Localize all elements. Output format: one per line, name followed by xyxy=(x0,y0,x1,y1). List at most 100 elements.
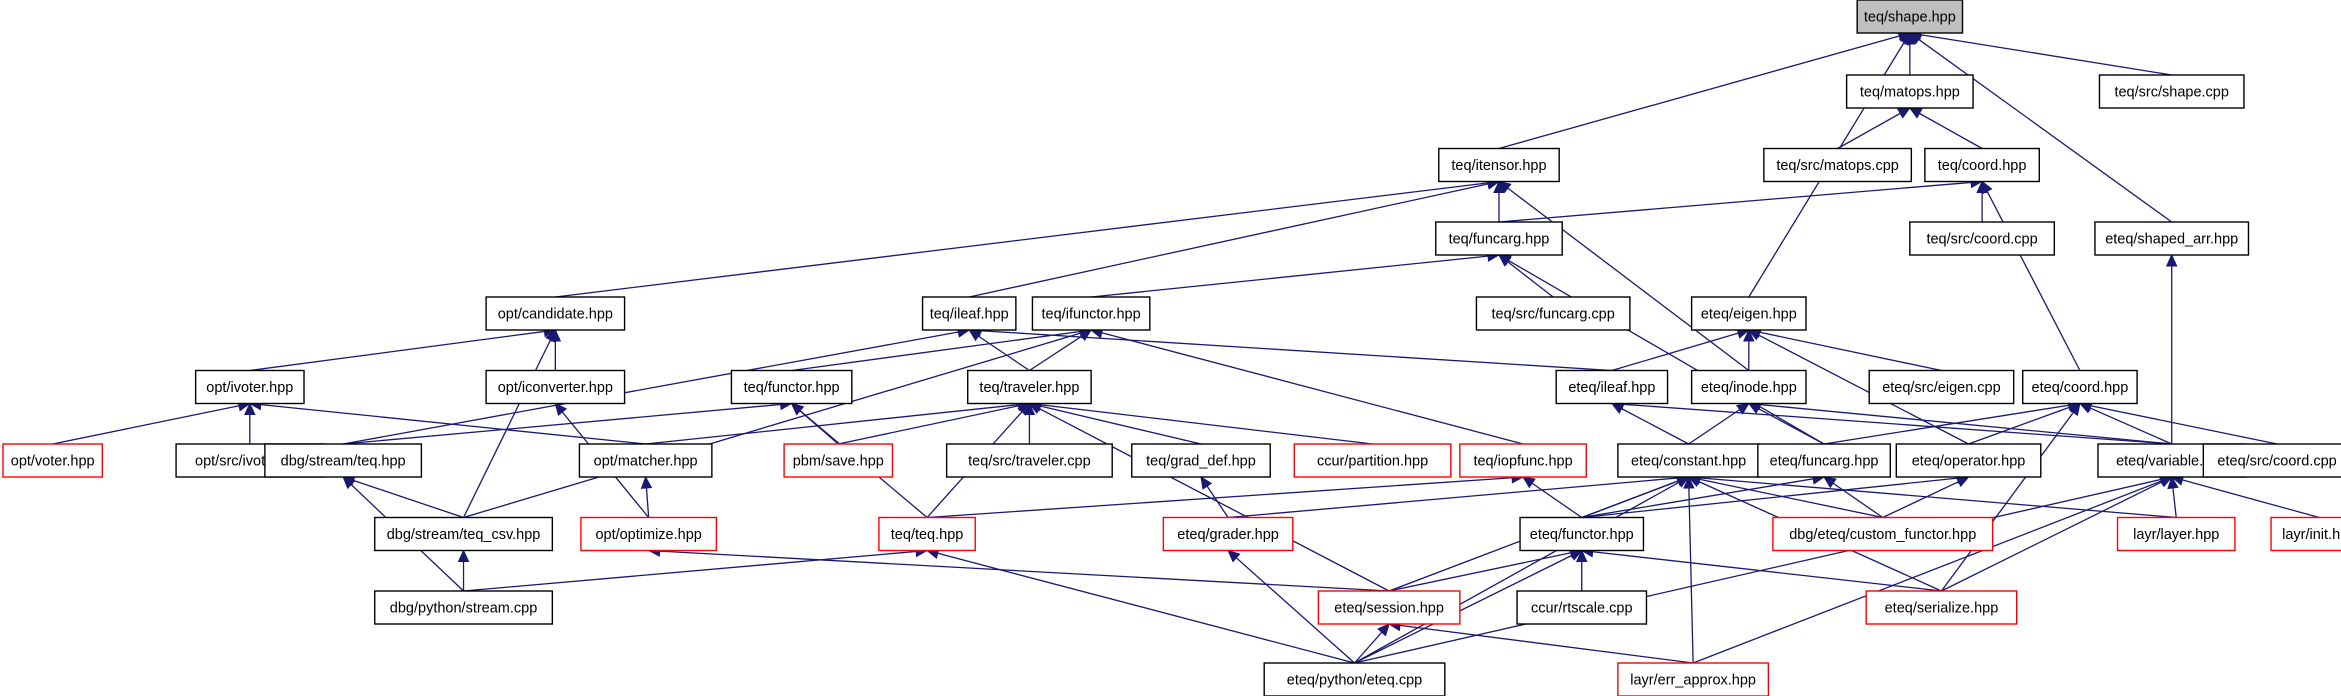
node-box xyxy=(1438,147,1560,183)
node-box xyxy=(2098,74,2245,109)
node-shaped_arr[interactable]: eteq/shaped_arr.hpp xyxy=(2094,221,2250,256)
node-operator[interactable]: eteq/operator.hpp xyxy=(1895,443,2042,478)
node-eteq_functor[interactable]: eteq/functor.hpp xyxy=(1519,516,1645,552)
node-box xyxy=(1475,296,1631,331)
node-serialize[interactable]: eteq/serialize.hpp xyxy=(1865,590,2018,625)
node-label: dbg/stream/teq_csv.hpp xyxy=(387,527,541,543)
node-label: opt/candidate.hpp xyxy=(498,307,613,323)
node-matops[interactable]: teq/matops.hpp xyxy=(1845,74,1974,109)
node-rtscale[interactable]: ccur/rtscale.cpp xyxy=(1516,590,1648,625)
edge-eteq_funcarg-to-inode xyxy=(1758,408,1825,445)
node-itensor[interactable]: teq/itensor.hpp xyxy=(1438,147,1560,183)
node-box xyxy=(485,369,626,405)
edge-eteq_ileaf-to-ileaf xyxy=(980,330,1612,372)
node-matcher[interactable]: opt/matcher.hpp xyxy=(578,443,713,478)
arrowhead-layer-to-variable xyxy=(2167,475,2179,490)
node-teq_teq[interactable]: teq/teq.hpp xyxy=(878,516,976,552)
edge-serialize-to-variable xyxy=(1941,481,2163,592)
node-session[interactable]: eteq/session.hpp xyxy=(1317,590,1461,625)
node-label: eteq/coord.hpp xyxy=(2032,380,2129,396)
edge-python_eteq-to-grader xyxy=(1235,557,1355,664)
edge-ivoter-to-candidate xyxy=(249,330,545,372)
node-label: teq/matops.hpp xyxy=(1860,85,1960,101)
node-label: ccur/rtscale.cpp xyxy=(1531,601,1633,617)
node-coord[interactable]: teq/coord.hpp xyxy=(1924,147,2040,183)
arrowhead-custom_functor-to-eteq_funcarg xyxy=(1823,476,1837,489)
node-box xyxy=(2022,369,2138,405)
node-src_traveler[interactable]: teq/src/traveler.cpp xyxy=(945,443,1113,478)
arrowhead-eteq_coord-to-coord xyxy=(1981,180,1993,195)
node-label: eteq/variable.hpp xyxy=(2116,454,2227,470)
node-pbm_save[interactable]: pbm/save.hpp xyxy=(783,443,894,478)
node-src_eteq_coord[interactable]: eteq/src/coord.cpp xyxy=(2202,443,2341,478)
node-stream_teq[interactable]: dbg/stream/teq.hpp xyxy=(264,443,423,478)
node-python_eteq[interactable]: eteq/python/eteq.cpp xyxy=(1263,662,1446,696)
node-ileaf[interactable]: teq/ileaf.hpp xyxy=(921,296,1017,331)
node-box xyxy=(485,296,626,331)
edge-eteq_funcarg-to-funcarg xyxy=(1508,259,1825,445)
node-box xyxy=(1317,590,1461,625)
node-eteq_coord[interactable]: eteq/coord.hpp xyxy=(2022,369,2138,405)
node-label: teq/grad_def.hpp xyxy=(1146,454,1256,470)
edge-serialize-to-eteq_coord xyxy=(1940,411,2074,592)
node-eteq_funcarg[interactable]: eteq/funcarg.hpp xyxy=(1757,443,1891,478)
node-box xyxy=(967,369,1092,405)
node-optimize[interactable]: opt/optimize.hpp xyxy=(580,516,718,552)
node-functor[interactable]: teq/functor.hpp xyxy=(730,369,853,405)
node-src_coord[interactable]: teq/src/coord.cpp xyxy=(1909,221,2056,256)
arrowhead-err_approx-to-constant xyxy=(1683,475,1695,489)
node-funcarg[interactable]: teq/funcarg.hpp xyxy=(1435,221,1563,256)
node-src_funcarg[interactable]: teq/src/funcarg.cpp xyxy=(1475,296,1631,331)
dependency-edges xyxy=(52,29,2320,664)
node-label: teq/ileaf.hpp xyxy=(930,307,1009,323)
node-err_approx[interactable]: layr/err_approx.hpp xyxy=(1617,662,1770,696)
node-traveler[interactable]: teq/traveler.hpp xyxy=(967,369,1092,405)
node-layer[interactable]: layr/layer.hpp xyxy=(2116,516,2236,552)
node-grader[interactable]: eteq/grader.hpp xyxy=(1162,516,1294,552)
arrowhead-coord-to-matops xyxy=(1908,107,1923,119)
edge-stream_cpp-to-teq_teq xyxy=(463,550,917,592)
edge-matcher-to-ivoter xyxy=(260,403,646,445)
node-grad_def[interactable]: teq/grad_def.hpp xyxy=(1131,443,1271,478)
edge-stream_teq-to-functor xyxy=(343,403,781,445)
node-iopfunc[interactable]: teq/iopfunc.hpp xyxy=(1459,443,1587,478)
node-box xyxy=(878,516,976,552)
node-box xyxy=(1757,443,1891,478)
edge-candidate-to-itensor xyxy=(555,182,1489,298)
node-stream_cpp[interactable]: dbg/python/stream.cpp xyxy=(374,590,554,625)
node-partition[interactable]: ccur/partition.hpp xyxy=(1293,443,1452,478)
edge-err_approx-to-constant xyxy=(1688,487,1694,664)
node-voter[interactable]: opt/voter.hpp xyxy=(2,443,104,478)
node-custom_functor[interactable]: dbg/eteq/custom_functor.hpp xyxy=(1772,516,1994,552)
node-label: teq/traveler.hpp xyxy=(979,380,1079,396)
node-label: opt/optimize.hpp xyxy=(595,527,701,543)
node-candidate[interactable]: opt/candidate.hpp xyxy=(485,296,626,331)
edge-traveler-to-ifunctor xyxy=(1029,335,1083,372)
node-eteq_ileaf[interactable]: eteq/ileaf.hpp xyxy=(1555,369,1669,405)
node-src_shape[interactable]: teq/src/shape.cpp xyxy=(2098,74,2245,109)
edge-teq_csv-to-ifunctor xyxy=(463,332,1081,519)
node-ivoter[interactable]: opt/ivoter.hpp xyxy=(194,369,305,405)
edge-optimize-to-matcher xyxy=(645,487,650,518)
node-iconverter[interactable]: opt/iconverter.hpp xyxy=(485,369,626,405)
node-eigen[interactable]: eteq/eigen.hpp xyxy=(1690,296,1807,331)
node-label: eteq/constant.hpp xyxy=(1631,454,1746,470)
node-box xyxy=(194,369,305,405)
arrowhead-python_eteq-to-session xyxy=(1377,623,1390,637)
node-ifunctor[interactable]: teq/ifunctor.hpp xyxy=(1031,296,1151,331)
edge-variable-to-eteq_ileaf xyxy=(1622,403,2172,445)
edge-src_shape-to-shape xyxy=(1920,34,2172,76)
node-src_eigen[interactable]: eteq/src/eigen.cpp xyxy=(1868,369,2015,405)
node-inode[interactable]: eteq/inode.hpp xyxy=(1690,369,1807,405)
node-constant[interactable]: eteq/constant.hpp xyxy=(1617,443,1761,478)
node-box xyxy=(2,443,104,478)
node-shape[interactable]: teq/shape.hpp xyxy=(1856,0,1964,34)
node-box xyxy=(264,443,423,478)
node-src_matops[interactable]: teq/src/matops.cpp xyxy=(1763,147,1913,183)
node-teq_csv[interactable]: dbg/stream/teq_csv.hpp xyxy=(374,516,554,552)
arrowhead-grader-to-grad_def xyxy=(1200,475,1213,490)
edge-shaped_arr-to-shape xyxy=(1918,38,2173,223)
node-init[interactable]: layr/init.hpp xyxy=(2270,516,2341,552)
edge-itensor-to-shape xyxy=(1498,35,1900,150)
node-box xyxy=(1924,147,2040,183)
